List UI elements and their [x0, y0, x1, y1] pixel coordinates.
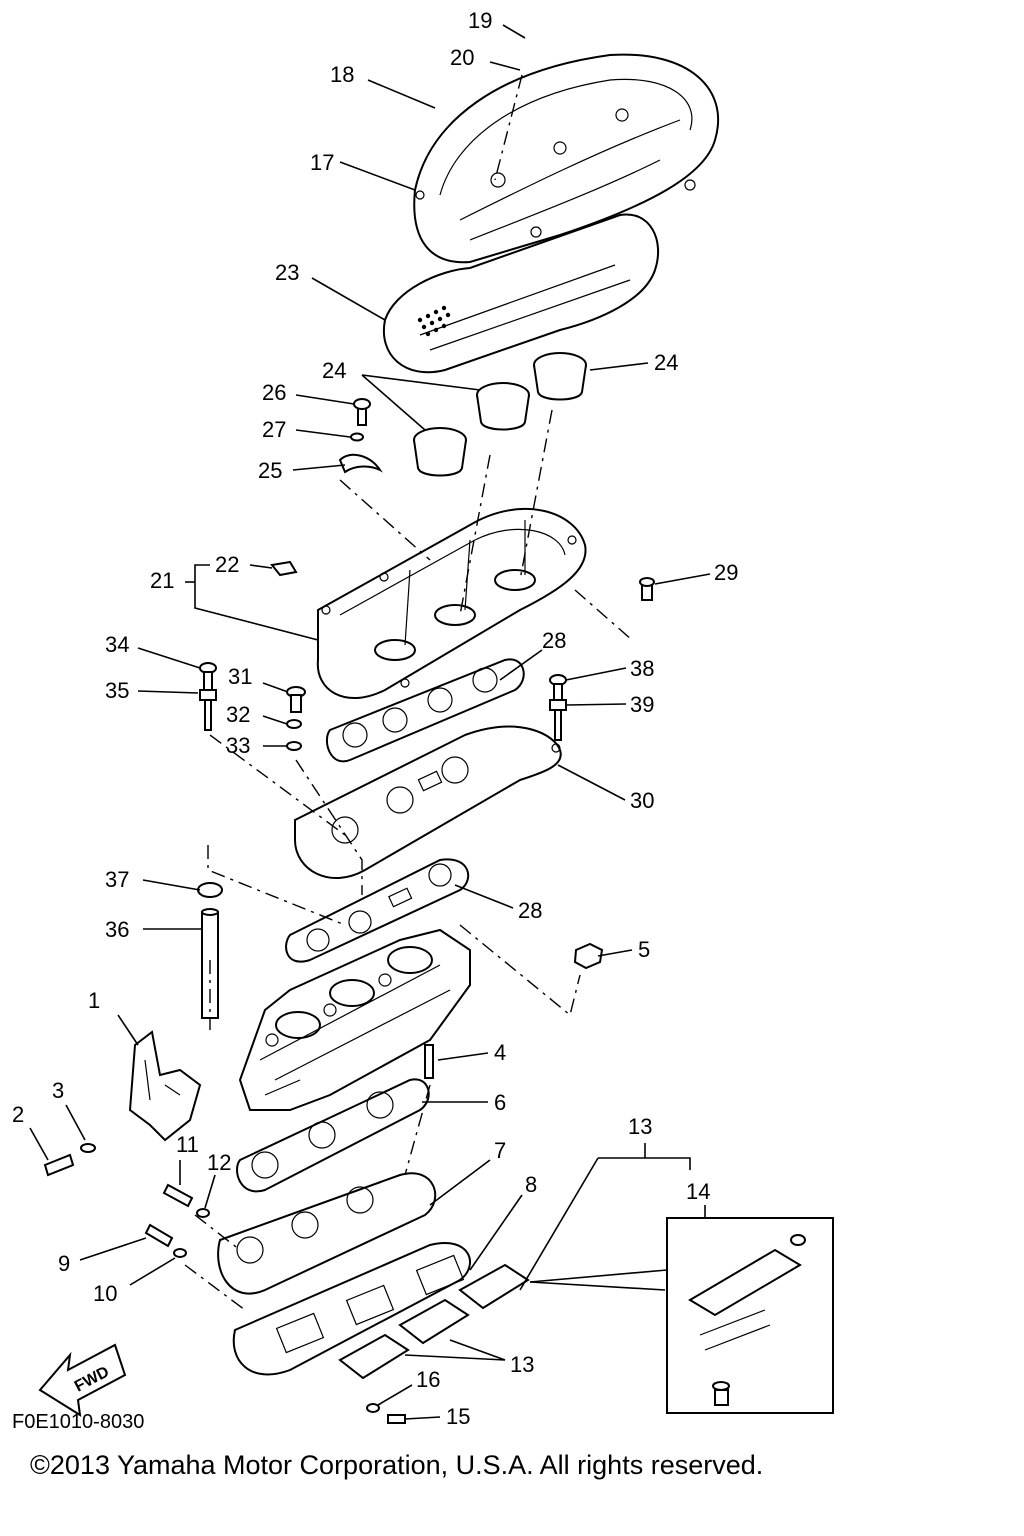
callout-34: 34 [105, 632, 129, 657]
upper-gasket [325, 658, 525, 763]
callout-27: 27 [262, 417, 286, 442]
callout-6: 6 [494, 1090, 506, 1115]
callout-29: 29 [714, 560, 738, 585]
callout-2: 2 [12, 1102, 24, 1127]
reed-housing [217, 1172, 437, 1295]
leader-lines [29, 24, 711, 1420]
callout-7: 7 [494, 1138, 506, 1163]
callout-18: 18 [330, 62, 354, 87]
fwd-arrow: FWD [38, 1343, 127, 1417]
callout-38: 38 [630, 656, 654, 681]
top-cover [413, 53, 720, 264]
adapter-plate [294, 725, 562, 880]
callout-1: 1 [88, 988, 100, 1013]
callout-24-right: 24 [654, 350, 678, 375]
nut-and-stud [424, 942, 604, 1079]
gasket-holes [417, 305, 451, 337]
callout-26: 26 [262, 380, 286, 405]
callout-13-top: 13 [628, 1114, 652, 1139]
lower-bolts [144, 1183, 406, 1424]
callout-32: 32 [226, 702, 250, 727]
callout-5: 5 [638, 937, 650, 962]
callout-3: 3 [52, 1078, 64, 1103]
callout-31: 31 [228, 664, 252, 689]
lower-gasket [285, 858, 470, 963]
copyright-notice: ©2013 Yamaha Motor Corporation, U.S.A. A… [30, 1450, 764, 1480]
callout-22: 22 [215, 552, 239, 577]
reed-gasket [232, 1242, 471, 1376]
cover-gasket [382, 213, 660, 374]
intake-housing [316, 507, 587, 700]
intake-funnels [413, 352, 587, 477]
callout-20: 20 [450, 45, 474, 70]
callout-25: 25 [258, 458, 282, 483]
callout-11: 11 [176, 1132, 199, 1157]
callout-30: 30 [630, 788, 654, 813]
callout-8: 8 [525, 1172, 537, 1197]
reed-detail-box [666, 1217, 834, 1414]
callout-28-bottom: 28 [518, 898, 542, 923]
callout-24-left: 24 [322, 358, 346, 383]
callout-17: 17 [310, 150, 334, 175]
callout-39: 39 [630, 692, 654, 717]
elbow-fitting [270, 560, 655, 601]
figure-code: F0E1010-8030 [12, 1411, 145, 1433]
callout-19: 19 [468, 8, 492, 33]
callout-12: 12 [207, 1150, 231, 1175]
callout-36: 36 [105, 917, 129, 942]
callout-15: 15 [446, 1404, 470, 1429]
callout-23: 23 [275, 260, 299, 285]
callout-37: 37 [105, 867, 129, 892]
callout-14: 14 [686, 1179, 710, 1204]
mounting-bracket [43, 1030, 202, 1177]
callout-9: 9 [58, 1251, 70, 1276]
alignment-lines [184, 74, 633, 1311]
callout-28-top: 28 [542, 628, 566, 653]
callout-numbers: 1 2 3 4 5 6 7 8 9 10 11 12 13 13 13 14 1… [12, 8, 738, 1429]
callout-10: 10 [93, 1281, 117, 1306]
callout-13-bottom: 13 [510, 1352, 534, 1377]
callout-4: 4 [494, 1040, 506, 1065]
callout-35: 35 [105, 678, 129, 703]
callout-21: 21 [150, 568, 174, 593]
reed-valves [338, 1263, 530, 1380]
callout-16: 16 [416, 1367, 440, 1392]
throttle-body-assembly [238, 928, 471, 1111]
small-hardware-top [338, 398, 383, 474]
manifold-gasket [236, 1078, 430, 1193]
callout-33: 33 [226, 733, 250, 758]
